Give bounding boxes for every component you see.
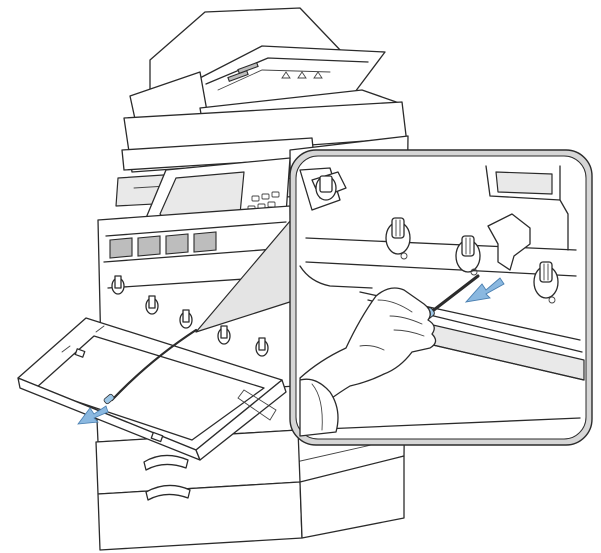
cleaning-rod-main bbox=[103, 328, 198, 405]
inset-pull-arrow-icon bbox=[464, 277, 505, 303]
sleeve bbox=[299, 378, 339, 437]
hand-icon bbox=[299, 287, 437, 437]
detail-inset bbox=[289, 149, 593, 446]
pull-direction-arrow-icon bbox=[77, 405, 109, 425]
tray-handle-upper bbox=[143, 454, 189, 471]
inset-bracket bbox=[487, 213, 531, 271]
toner-knobs bbox=[111, 275, 269, 357]
inset-knob-top-left bbox=[311, 171, 347, 201]
tray-handle-lower bbox=[145, 484, 191, 501]
front-door-open bbox=[17, 317, 287, 461]
inset-toner-knobs bbox=[385, 217, 559, 304]
